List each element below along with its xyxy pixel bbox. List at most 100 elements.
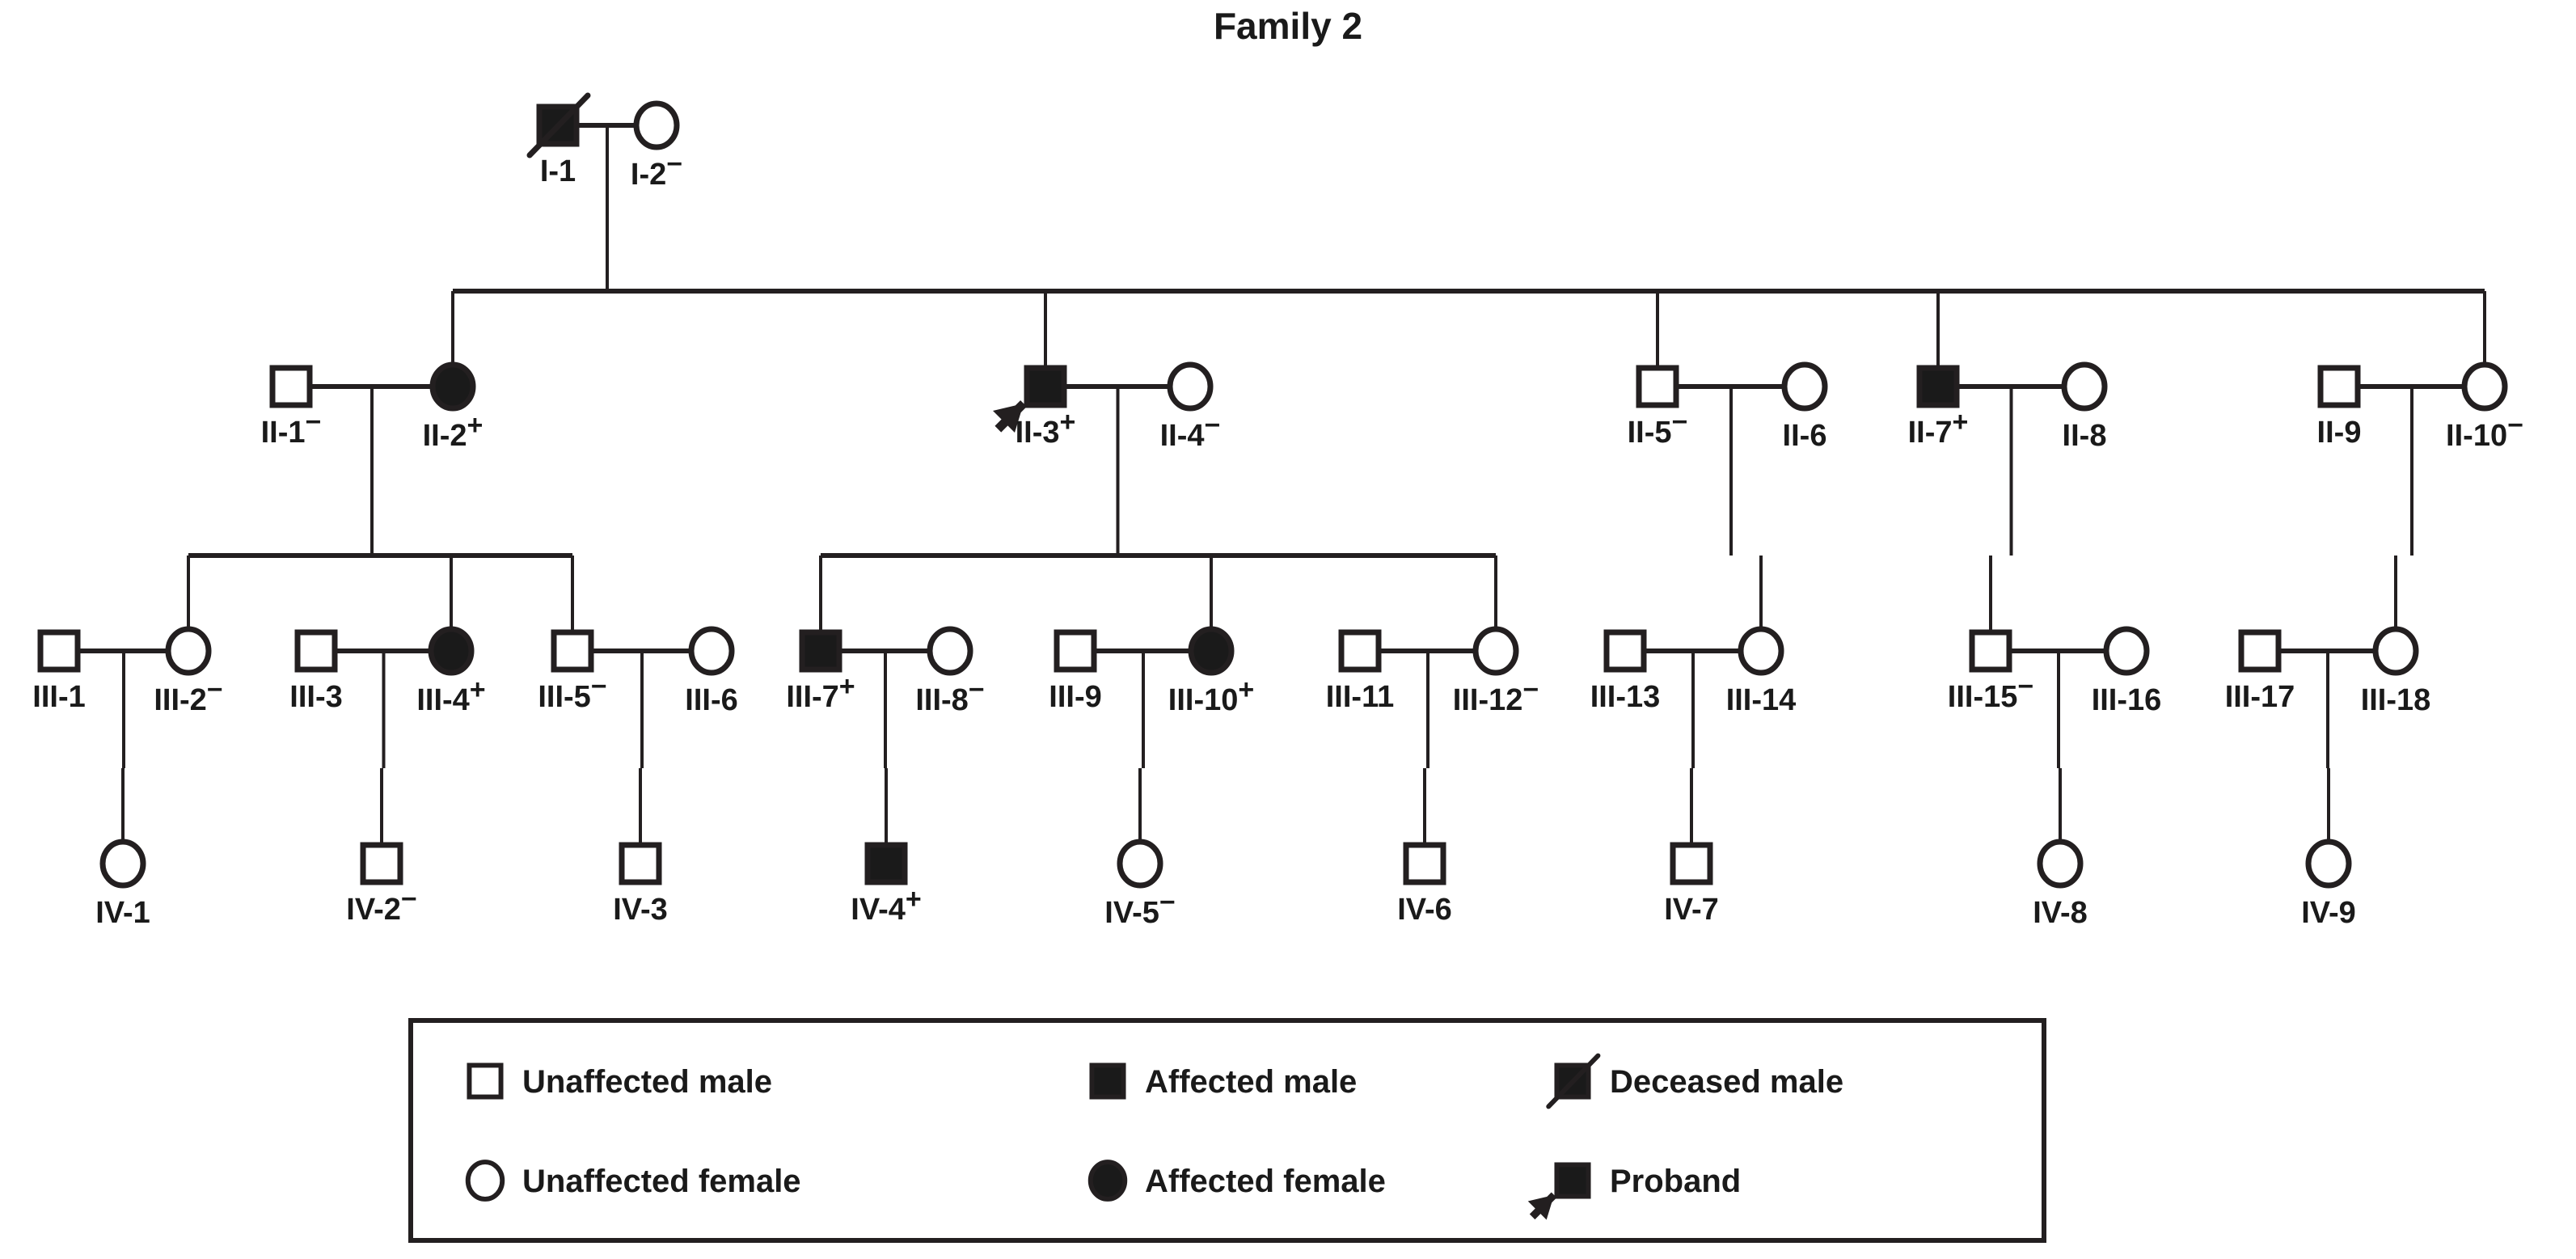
individual-label: III-9 <box>1049 680 1101 714</box>
individual-id: III-6 <box>685 683 737 717</box>
male-symbol <box>1636 365 1679 408</box>
individual-id: IV-7 <box>1664 893 1719 927</box>
deceased-slash-icon <box>1546 1053 1601 1109</box>
individual-label: III-4+ <box>416 674 485 717</box>
individual-id: III-10 <box>1168 683 1239 717</box>
legend-border <box>408 1018 2046 1243</box>
legend-item-label-deceased-male: Deceased male <box>1610 1064 1843 1100</box>
female-symbol <box>633 100 680 150</box>
individual-label: III-2− <box>154 674 222 717</box>
individual-label: IV-7 <box>1664 893 1719 927</box>
individual-id: III-13 <box>1590 680 1661 714</box>
genotype-superscript: − <box>1522 674 1539 705</box>
genotype-superscript: − <box>969 674 985 705</box>
individual-label: III-12− <box>1453 674 1539 717</box>
female-symbol <box>2061 361 2108 412</box>
individual-id: III-8 <box>915 683 968 717</box>
individual-id: III-2 <box>154 683 206 717</box>
female-symbol <box>465 1160 505 1202</box>
genotype-superscript: − <box>2507 410 2523 441</box>
male-symbol <box>1054 629 1097 673</box>
individual-id: IV-9 <box>2301 896 2356 930</box>
individual-label: III-17 <box>2225 680 2295 714</box>
individual-id: IV-3 <box>613 893 668 927</box>
individual-label: III-13 <box>1590 680 1661 714</box>
individual-id: II-9 <box>2317 416 2362 450</box>
genotype-superscript: + <box>1953 407 1969 437</box>
individual-label: III-10+ <box>1168 674 1254 717</box>
individual-id: III-12 <box>1453 683 1523 717</box>
individual-id: III-9 <box>1049 680 1101 714</box>
female-symbol <box>1167 361 1214 412</box>
individual-label: IV-5− <box>1104 887 1175 930</box>
female-symbol <box>2305 839 2352 889</box>
genotype-superscript: − <box>1159 887 1176 918</box>
female-symbol <box>1188 626 1235 676</box>
individual-label: II-1− <box>261 407 322 450</box>
individual-id: IV-5 <box>1104 896 1159 930</box>
male-symbol <box>467 1063 504 1100</box>
female-symbol <box>99 839 146 889</box>
genotype-superscript: − <box>401 884 417 915</box>
individual-id: II-1 <box>261 416 306 450</box>
female-symbol <box>1117 839 1163 889</box>
legend-item-label-affected-male: Affected male <box>1145 1064 1357 1100</box>
individual-id: II-7 <box>1908 416 1953 450</box>
male-symbol <box>1024 365 1067 408</box>
male-symbol <box>1916 365 1960 408</box>
individual-id: IV-4 <box>851 893 906 927</box>
individual-id: III-7 <box>786 680 838 714</box>
female-symbol <box>1781 361 1828 412</box>
genotype-superscript: − <box>666 149 682 180</box>
individual-label: IV-9 <box>2301 896 2356 930</box>
genotype-superscript: − <box>2017 671 2033 702</box>
male-symbol <box>37 629 81 673</box>
individual-label: II-5− <box>1628 407 1688 450</box>
genotype-superscript: + <box>467 410 484 441</box>
individual-label: IV-2− <box>346 884 416 927</box>
individual-id: III-1 <box>32 680 85 714</box>
individual-id: III-5 <box>538 680 590 714</box>
page-title: Family 2 <box>1214 5 1362 47</box>
female-symbol <box>428 626 475 676</box>
individual-id: II-10 <box>2446 419 2507 453</box>
male-symbol <box>1338 629 1382 673</box>
male-symbol <box>294 629 338 673</box>
individual-label: II-3+ <box>1016 407 1076 450</box>
individual-id: II-3 <box>1016 416 1060 450</box>
female-symbol <box>1738 626 1784 676</box>
individual-label: II-8 <box>2063 419 2107 453</box>
individual-label: II-10− <box>2446 410 2523 453</box>
female-symbol <box>2461 361 2508 412</box>
female-symbol <box>2372 626 2419 676</box>
individual-id: III-4 <box>416 683 469 717</box>
genotype-superscript: + <box>839 671 855 702</box>
individual-label: II-4− <box>1160 410 1221 453</box>
individual-id: III-18 <box>2361 683 2431 717</box>
individual-label: III-1 <box>32 680 85 714</box>
individual-id: I-1 <box>540 154 576 188</box>
legend-item-label-proband: Proband <box>1610 1164 1741 1199</box>
male-symbol <box>269 365 313 408</box>
genotype-superscript: − <box>306 407 322 437</box>
male-symbol <box>2238 629 2282 673</box>
individual-label: III-7+ <box>786 671 855 714</box>
individual-id: IV-6 <box>1397 893 1452 927</box>
male-symbol <box>360 842 403 885</box>
individual-label: I-2− <box>631 149 682 192</box>
individual-id: II-8 <box>2063 419 2107 453</box>
individual-id: III-3 <box>289 680 342 714</box>
male-symbol <box>799 629 842 673</box>
genotype-superscript: + <box>1060 407 1076 437</box>
male-symbol <box>2317 365 2361 408</box>
individual-label: II-2+ <box>423 410 484 453</box>
female-symbol <box>1087 1160 1128 1202</box>
individual-id: IV-8 <box>2033 896 2088 930</box>
genotype-superscript: + <box>906 884 922 915</box>
individual-label: III-16 <box>2092 683 2162 717</box>
individual-id: II-6 <box>1783 419 1827 453</box>
deceased-slash-icon <box>526 92 591 158</box>
